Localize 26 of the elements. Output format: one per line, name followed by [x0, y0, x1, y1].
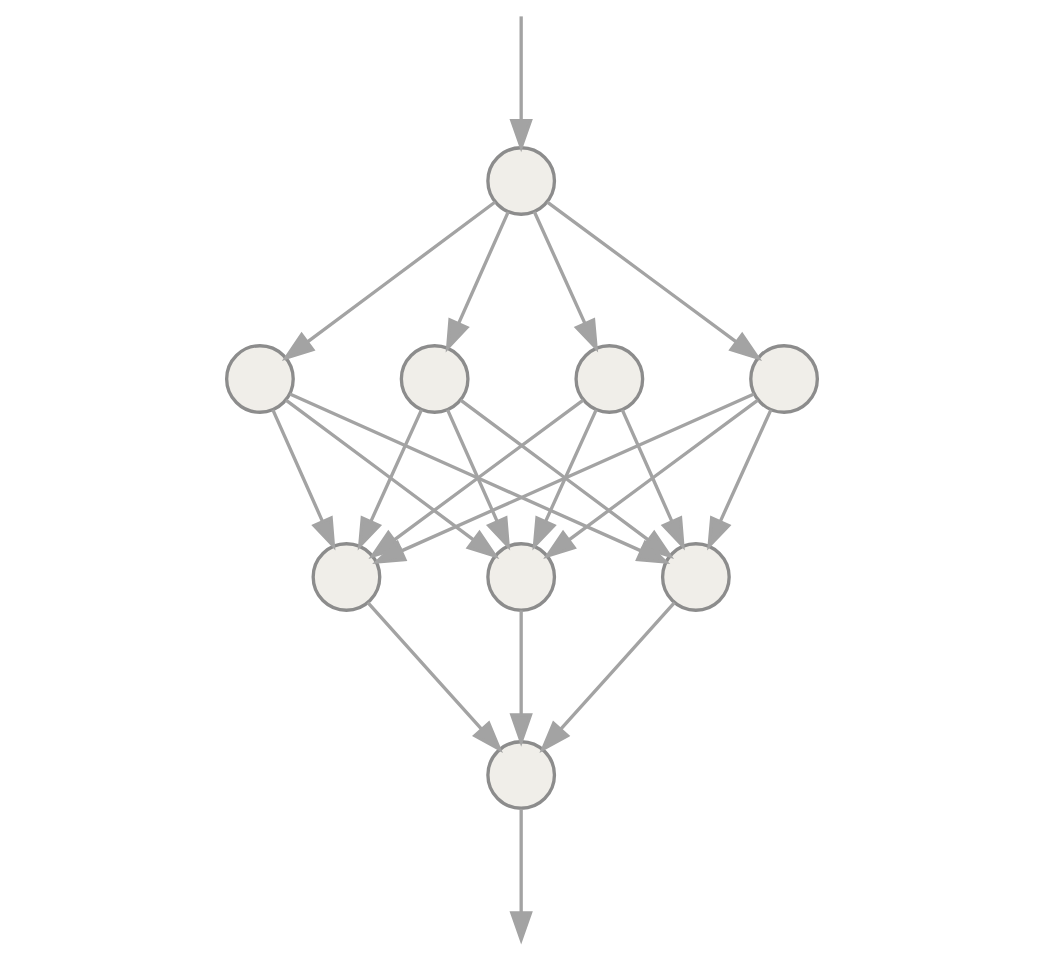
node-circle	[486, 146, 557, 216]
arrow	[532, 409, 598, 551]
node-circle	[311, 542, 382, 612]
node-circle	[399, 344, 470, 414]
arrow	[459, 398, 675, 560]
arrow	[357, 409, 423, 551]
arrow	[271, 409, 336, 551]
arrow	[366, 601, 503, 754]
arrow	[445, 211, 510, 353]
arrow	[509, 808, 533, 945]
node-circle	[574, 344, 645, 414]
arrow	[509, 610, 533, 747]
node-circle	[225, 344, 295, 414]
arrow	[539, 601, 676, 754]
arrow	[509, 16, 533, 153]
node-circle	[660, 542, 731, 612]
arrow	[543, 398, 759, 560]
arrow	[281, 200, 497, 362]
arrow	[546, 200, 763, 362]
node-circle	[486, 740, 557, 810]
arrow	[446, 409, 511, 551]
arrow	[620, 409, 685, 551]
arrow	[532, 211, 599, 353]
arrow	[707, 409, 773, 551]
node-circle	[749, 344, 819, 414]
node-circle	[486, 542, 557, 612]
